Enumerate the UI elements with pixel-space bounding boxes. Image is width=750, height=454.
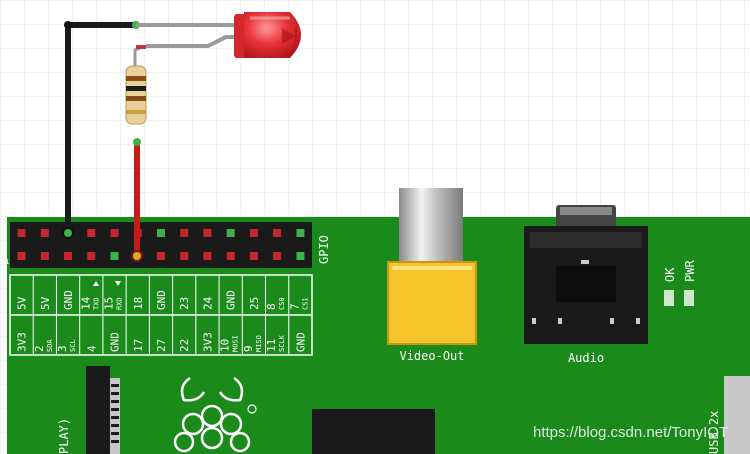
pin-sublabel-top-5: RXD (116, 297, 124, 310)
gpio-pin-bottom-9 (203, 252, 212, 260)
red-led (234, 12, 301, 58)
pin-label-bottom-6: 17 (132, 339, 145, 352)
display-connector: PLAY) (57, 366, 120, 454)
gpio-pin-bottom-13 (296, 252, 305, 260)
rxd-arrow-icon (115, 281, 121, 286)
usb-connector: USB 2x (707, 376, 750, 454)
video-out-connector: Video-Out (387, 188, 477, 363)
gpio-title: GPIO (317, 235, 331, 264)
gpio-pin-top-9 (203, 229, 212, 237)
pin-label-bottom-1: 3V3 (16, 332, 29, 352)
gpio-connection-black (62, 227, 74, 239)
pin-label-top-2: 5V (39, 296, 52, 310)
wire-junction (64, 21, 72, 29)
gpio-pin-top-8 (180, 229, 189, 237)
video-out-label: Video-Out (399, 349, 464, 363)
pin-label-top-8: 23 (178, 297, 191, 310)
gpio-pin-bottom-7 (157, 252, 165, 260)
txd-arrow-icon (93, 281, 99, 286)
gpio-connection-red (131, 250, 143, 262)
gpio-pin-top-10 (226, 229, 235, 237)
pin-label-bottom-4: 4 (85, 345, 98, 352)
pwr-led-label: PWR (683, 260, 697, 282)
pin-label-top-6: 18 (132, 297, 145, 310)
pin-sublabel-top-4: TXD (92, 297, 100, 310)
ok-led (664, 290, 674, 306)
pin-label-top-7: GND (155, 290, 168, 310)
pin-label-top-1: 5V (16, 296, 29, 310)
pin-label-top-10: GND (225, 290, 238, 310)
gpio-pin-bottom-8 (180, 252, 189, 260)
pin-label-top-4: 14 (79, 296, 92, 310)
gpio-pin-bottom-12 (273, 252, 282, 260)
usb-label: USB 2x (707, 411, 721, 454)
soc-chip (312, 409, 435, 454)
pin-label-bottom-12: 11 (265, 339, 278, 352)
pin-label-bottom-2: 2 (33, 345, 46, 352)
registered-icon (247, 404, 257, 414)
gpio-pin-bottom-4 (87, 252, 96, 260)
raspberry-logo (173, 376, 257, 453)
pin-label-bottom-9: 3V3 (201, 332, 214, 352)
pin1-marker: 1 (5, 258, 9, 266)
gpio-pin-top-4 (87, 229, 96, 237)
pin-sublabel-bottom-11: MISO (255, 335, 263, 352)
pin-label-top-3: GND (62, 290, 75, 310)
audio-connector: Audio (524, 205, 648, 365)
pin-sublabel-top-12: CS0 (278, 297, 286, 310)
gpio-pin-top-13 (296, 229, 305, 237)
pin-sublabel-bottom-10: MOSI (232, 335, 240, 352)
pin-label-bottom-7: 27 (155, 339, 168, 352)
pin-label-top-5: 15 (103, 297, 116, 310)
pin-sublabel-bottom-3: SCL (69, 339, 77, 352)
pwr-led (684, 290, 694, 306)
ok-led-label: OK (663, 267, 677, 282)
pin-sublabel-top-13: CS1 (301, 297, 309, 310)
gpio-pin-top-11 (249, 229, 258, 237)
pin-label-top-12: 8 (265, 303, 278, 310)
gpio-pin-bottom-1 (17, 252, 26, 260)
pin-label-top-13: 7 (288, 303, 301, 310)
pin-sublabel-bottom-2: SDA (46, 339, 54, 352)
pin-label-top-11: 25 (248, 297, 261, 310)
audio-label: Audio (568, 351, 604, 365)
gpio-pin-bottom-2 (40, 252, 49, 260)
watermark: https://blog.csdn.net/TonyIOT (533, 424, 729, 441)
gpio-pin-bottom-11 (249, 252, 258, 260)
pin-label-bottom-5: GND (109, 332, 122, 352)
pin-label-bottom-13: GND (294, 332, 307, 352)
resistor (125, 65, 147, 125)
gpio-pin-bottom-3 (64, 252, 73, 260)
pin-label-bottom-11: 9 (242, 345, 255, 352)
gpio-header: GPIO 1 (5, 222, 331, 268)
gpio-pin-top-1 (17, 229, 26, 237)
gpio-pin-top-12 (273, 229, 282, 237)
pin-label-bottom-3: 3 (56, 345, 69, 352)
gpio-pin-top-7 (157, 229, 165, 237)
pin-label-bottom-8: 22 (178, 339, 191, 352)
gpio-pin-top-5 (110, 229, 119, 237)
gpio-pin-top-2 (40, 229, 49, 237)
pin-label-top-9: 24 (201, 296, 214, 310)
status-leds: OK PWR (663, 260, 697, 306)
pin-label-bottom-10: 10 (219, 339, 232, 352)
pin-sublabel-bottom-12: SCLK (278, 334, 286, 352)
wire-end-green-2 (133, 138, 141, 146)
gpio-pin-bottom-10 (226, 252, 235, 260)
gpio-pin-bottom-5 (110, 252, 119, 260)
display-label: PLAY) (57, 418, 71, 454)
